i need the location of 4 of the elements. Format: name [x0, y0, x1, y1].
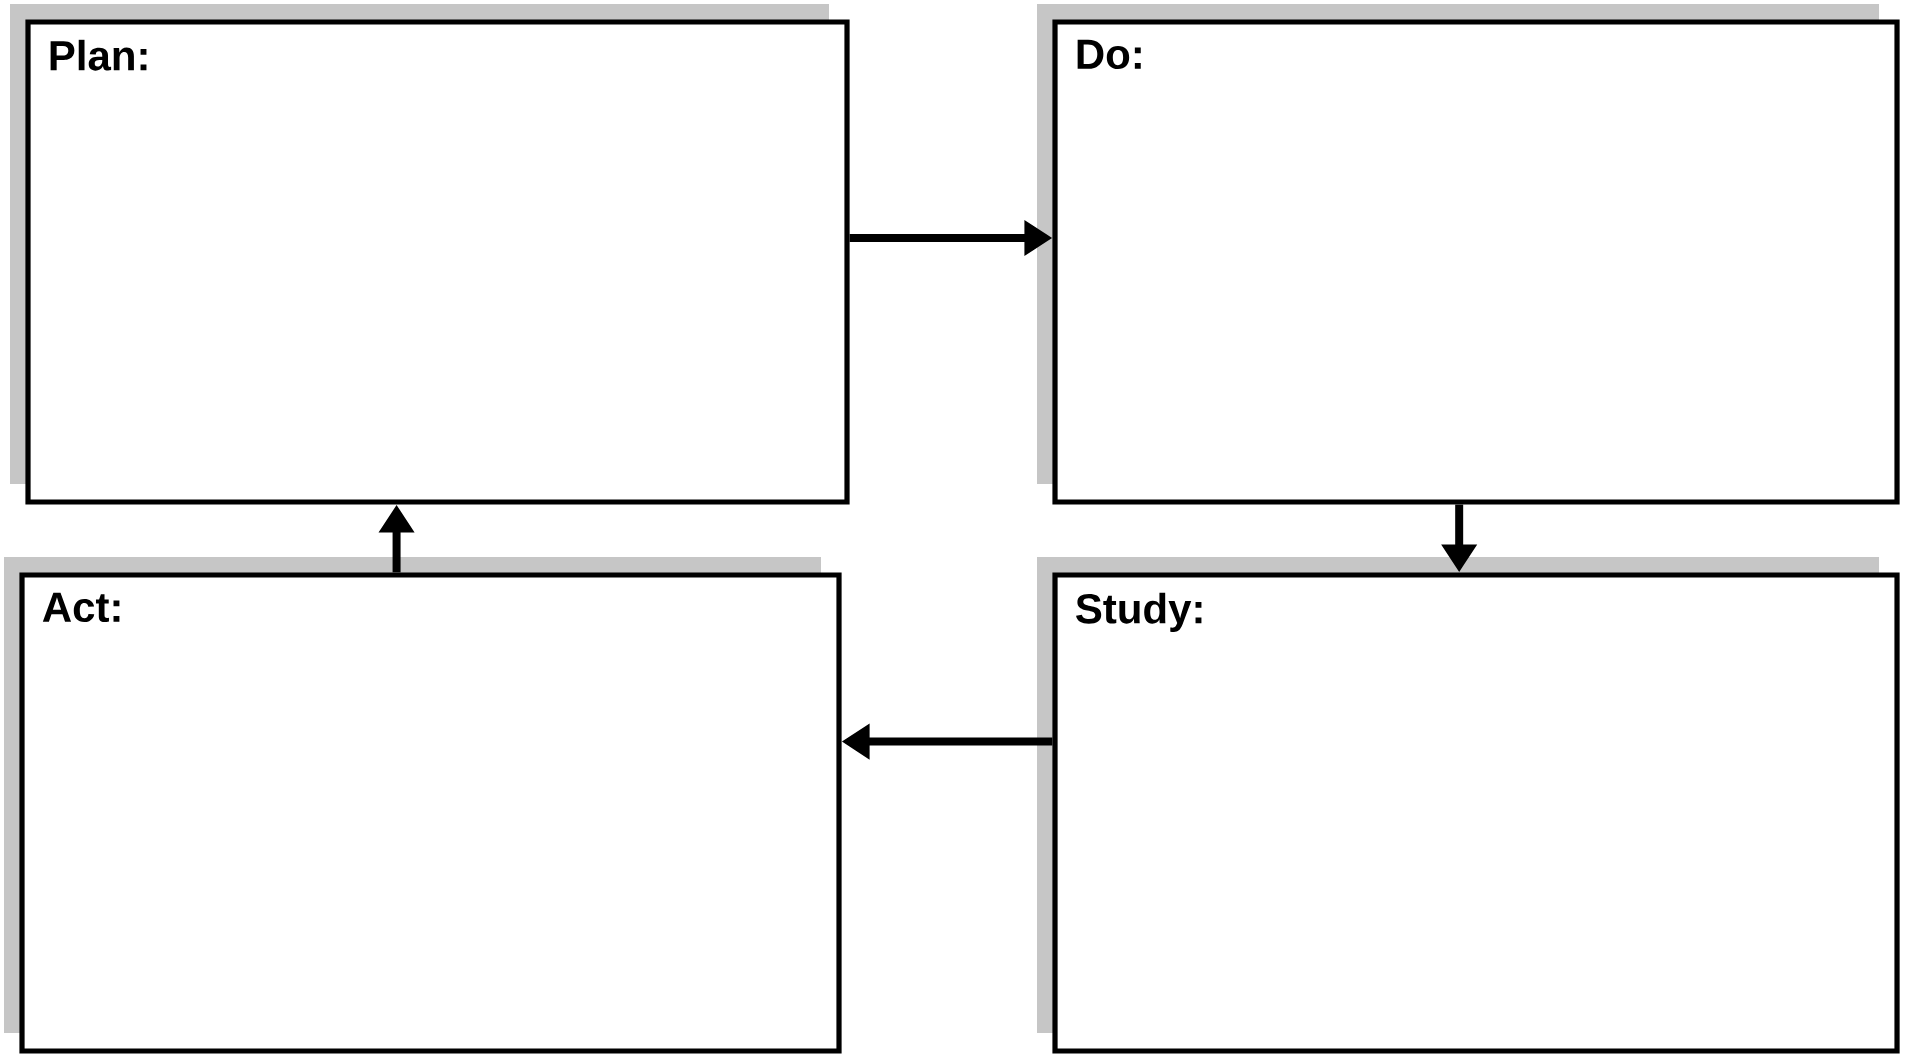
process-box: Study: — [1052, 572, 1900, 1054]
process-box: Do: — [1052, 19, 1900, 505]
process-box: Plan: — [25, 19, 850, 505]
process-box: Act: — [19, 572, 842, 1054]
